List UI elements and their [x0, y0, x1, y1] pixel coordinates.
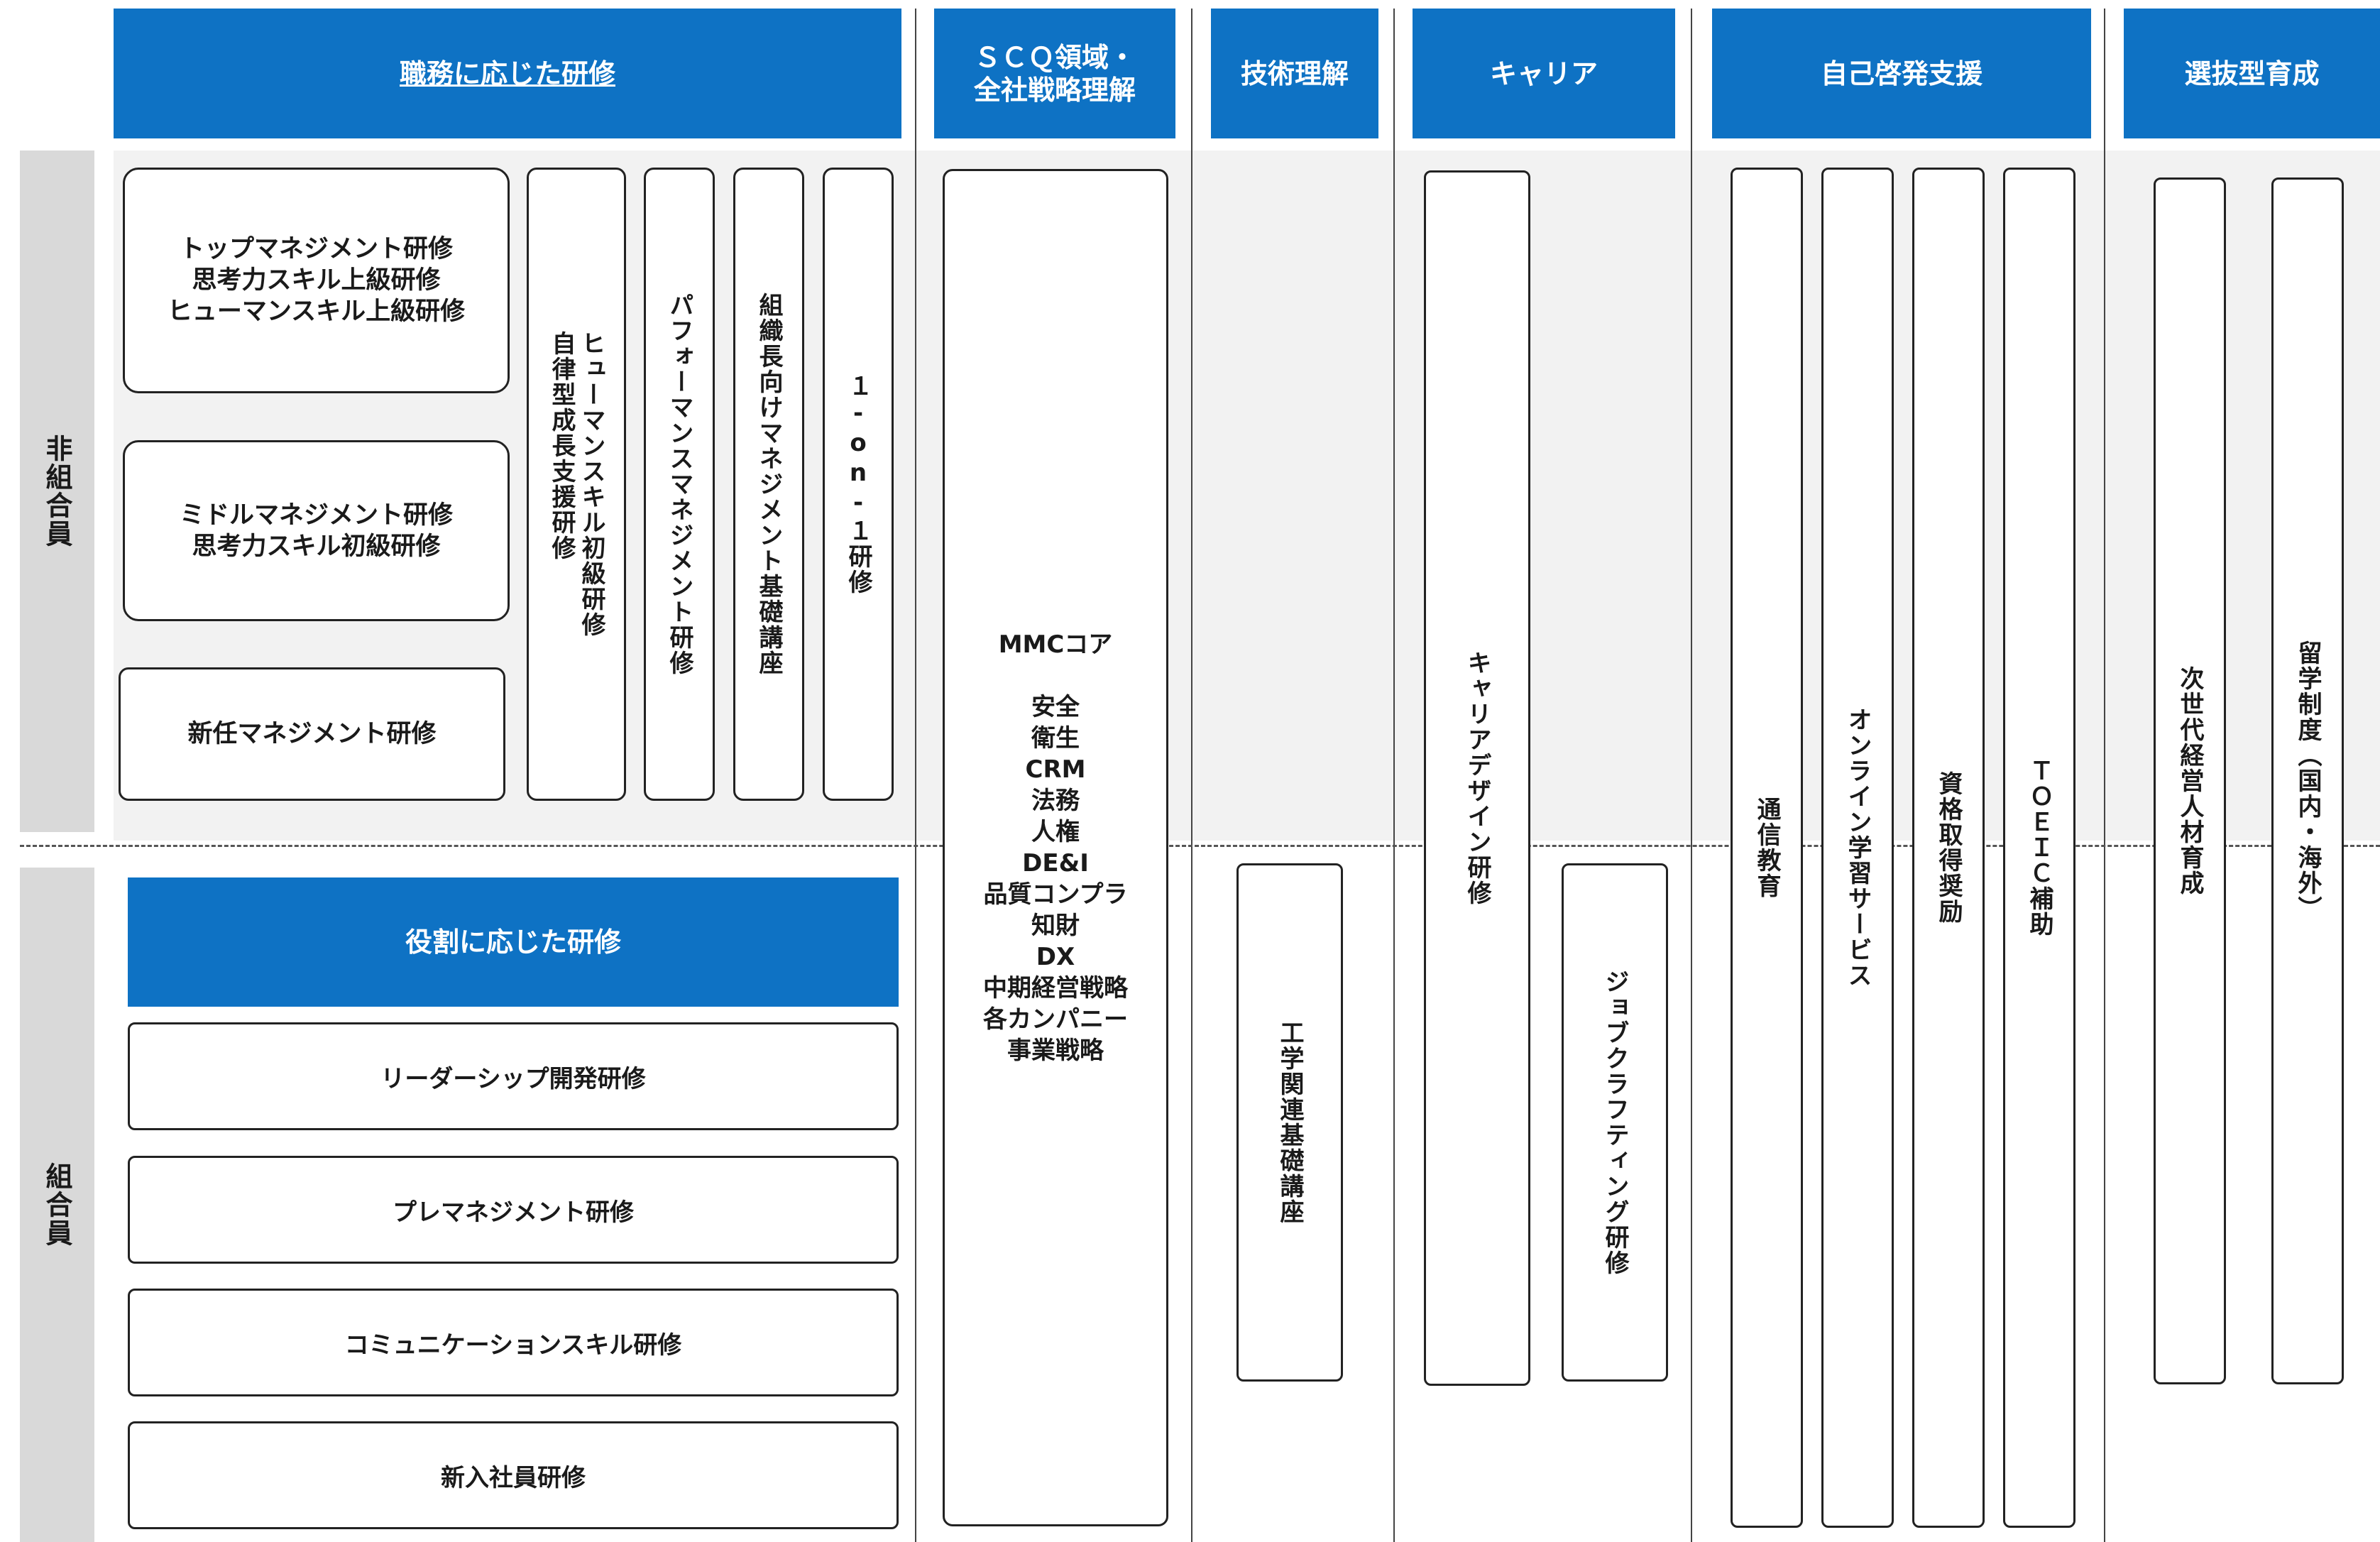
scq-item: DX [1036, 943, 1075, 971]
mgmt-box-top: トップマネジメント研修 思考力スキル上級研修 ヒューマンスキル上級研修 [123, 168, 510, 393]
self-dev-toeic: ＴＯＥＩＣ補助 [2003, 168, 2075, 1528]
career-design-box: キャリアデザイン研修 [1424, 170, 1530, 1386]
role-box-pre-management: プレマネジメント研修 [128, 1156, 899, 1264]
job-crafting-box-text: ジョブクラフティング研修 [1601, 969, 1629, 1276]
column-divider [1393, 9, 1395, 1542]
mgmt-column-human-skill-text: ヒューマンスキル初級研修 自律型成長支援研修 [547, 331, 605, 638]
mgmt-box-new: 新任マネジメント研修 [119, 667, 505, 801]
mgmt-column-human-skill: ヒューマンスキル初級研修 自律型成長支援研修 [527, 168, 626, 801]
role-box-new-employee: 新入社員研修 [128, 1421, 899, 1529]
header-job-training[interactable]: 職務に応じた研修 [114, 9, 901, 138]
scq-item: 人権 [1031, 818, 1080, 846]
mgmt-column-performance-text: パフォーマンスマネジメント研修 [665, 292, 693, 676]
header-tech-label: 技術理解 [1240, 58, 1349, 89]
section-divider [20, 845, 2380, 847]
header-scq: ＳＣＱ領域・ 全社戦略理解 [934, 9, 1175, 138]
side-label-union: 組合員 [20, 868, 94, 1542]
next-gen-leader-box: 次世代経営人材育成 [2154, 177, 2226, 1384]
mgmt-column-1on1-text: １-on-１研修 [844, 373, 872, 595]
header-tech: 技術理解 [1211, 9, 1378, 138]
mgmt-box-new-text: 新任マネジメント研修 [187, 720, 437, 748]
mgmt-column-org-leader: 組織長向けマネジメント基礎講座 [733, 168, 804, 801]
scq-list: MMCコア 安全 衛生 CRM 法務 人権 DE&I 品質コンプラ 知財 DX … [983, 629, 1128, 1066]
tech-box: 工学関連基礎講座 [1236, 863, 1343, 1382]
mgmt-column-1on1: １-on-１研修 [823, 168, 894, 801]
mgmt-column-performance: パフォーマンスマネジメント研修 [644, 168, 715, 801]
next-gen-leader-box-text: 次世代経営人材育成 [2176, 666, 2204, 896]
header-career-label: キャリア [1489, 58, 1598, 89]
scq-item: 各カンパニー [983, 1005, 1128, 1034]
job-crafting-box: ジョブクラフティング研修 [1562, 863, 1668, 1382]
self-dev-qualification: 資格取得奨励 [1912, 168, 1985, 1528]
column-divider [1691, 9, 1692, 1542]
column-divider [2104, 9, 2105, 1542]
scq-item: 中期経営戦略 [983, 974, 1128, 1002]
self-dev-online-text: オンライン学習サービス [1843, 707, 1872, 988]
scq-box: MMCコア 安全 衛生 CRM 法務 人権 DE&I 品質コンプラ 知財 DX … [943, 169, 1168, 1526]
study-abroad-box: 留学制度（国内・海外） [2271, 177, 2344, 1384]
role-box-pre-management-text: プレマネジメント研修 [393, 1198, 634, 1227]
header-selective: 選抜型育成 [2124, 9, 2380, 138]
scq-item: 衛生 [1031, 724, 1080, 753]
scq-item: 品質コンプラ [983, 880, 1128, 909]
side-label-union-text: 組合員 [41, 1162, 72, 1247]
scq-item: 法務 [1031, 787, 1080, 815]
header-selective-label: 選抜型育成 [2184, 58, 2320, 89]
career-design-box-text: キャリアデザイン研修 [1463, 650, 1491, 906]
self-dev-qualification-text: 資格取得奨励 [1934, 771, 1963, 924]
side-label-non-union-text: 非組合員 [41, 434, 72, 548]
mgmt-box-middle-text: ミドルマネジメント研修 思考力スキル初級研修 [179, 501, 453, 561]
scq-item: 事業戦略 [1007, 1037, 1104, 1065]
role-box-communication-text: コミュニケーションスキル研修 [344, 1330, 682, 1360]
scq-item: MMCコア [998, 630, 1113, 659]
column-divider [915, 9, 916, 1542]
study-abroad-box-text: 留学制度（国内・海外） [2293, 640, 2322, 922]
self-dev-correspondence-text: 通信教育 [1753, 797, 1781, 899]
column-divider [1191, 9, 1192, 1542]
role-training-header-label: 役割に応じた研修 [405, 926, 621, 958]
role-box-communication: コミュニケーションスキル研修 [128, 1289, 899, 1396]
header-career: キャリア [1413, 9, 1675, 138]
header-self-dev-label: 自己啓発支援 [1820, 58, 1983, 89]
scq-item: DE&I [1022, 849, 1089, 877]
mgmt-column-org-leader-text: 組織長向けマネジメント基礎講座 [755, 292, 783, 676]
side-label-non-union: 非組合員 [20, 151, 94, 832]
scq-item: 知財 [1031, 912, 1080, 940]
role-training-header: 役割に応じた研修 [128, 877, 899, 1007]
header-self-dev: 自己啓発支援 [1712, 9, 2091, 138]
scq-item: 安全 [1031, 693, 1080, 721]
self-dev-toeic-text: ＴＯＥＩＣ補助 [2025, 758, 2053, 937]
header-scq-label: ＳＣＱ領域・ 全社戦略理解 [973, 41, 1136, 106]
role-box-leadership: リーダーシップ開発研修 [128, 1022, 899, 1130]
tech-box-text: 工学関連基礎講座 [1276, 1020, 1304, 1225]
self-dev-online: オンライン学習サービス [1821, 168, 1894, 1528]
mgmt-box-middle: ミドルマネジメント研修 思考力スキル初級研修 [123, 440, 510, 621]
role-box-new-employee-text: 新入社員研修 [441, 1463, 586, 1492]
self-dev-correspondence: 通信教育 [1731, 168, 1803, 1528]
mgmt-box-top-text: トップマネジメント研修 思考力スキル上級研修 ヒューマンスキル上級研修 [167, 235, 466, 326]
header-job-training-label[interactable]: 職務に応じた研修 [399, 58, 615, 89]
role-box-leadership-text: リーダーシップ開発研修 [380, 1064, 646, 1093]
scq-item: CRM [1025, 755, 1086, 784]
